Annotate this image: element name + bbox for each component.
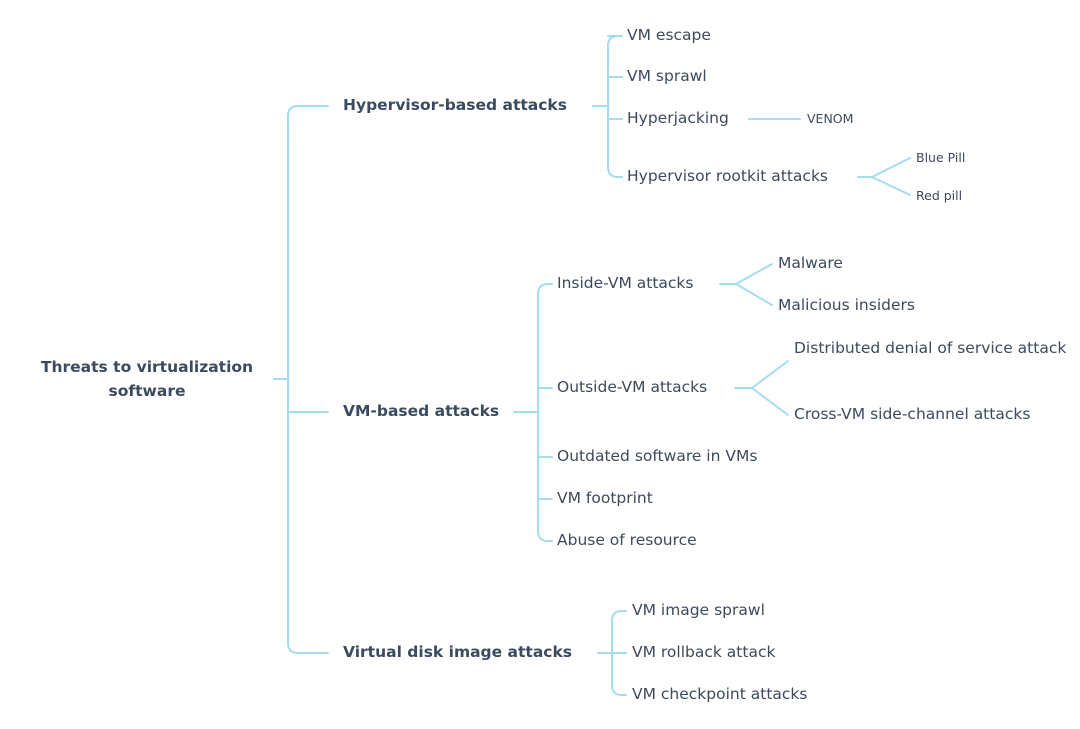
topic-outside-vm-attacks[interactable]: Outside-VM attacks bbox=[557, 378, 708, 396]
connector-vm-spine bbox=[537, 283, 549, 542]
root-line1: Threats to virtualization bbox=[40, 358, 254, 376]
connector-rootkit-pills bbox=[857, 157, 911, 196]
topic-abuse-of-resource[interactable]: Abuse of resource bbox=[557, 531, 697, 549]
root-topic[interactable]: Threats to virtualization software bbox=[14, 355, 280, 403]
connector-hypervisor-spine bbox=[607, 35, 619, 178]
topic-cross-vm-side-channel[interactable]: Cross-VM side-channel attacks bbox=[794, 405, 1031, 423]
topic-red-pill[interactable]: Red pill bbox=[916, 188, 963, 203]
topic-outdated-software[interactable]: Outdated software in VMs bbox=[557, 447, 758, 465]
connector-inside-vm bbox=[719, 263, 773, 306]
topic-vm-checkpoint-attacks[interactable]: VM checkpoint attacks bbox=[632, 685, 808, 703]
root-line2: software bbox=[108, 382, 186, 400]
branch-vm-based-attacks[interactable]: VM-based attacks bbox=[343, 402, 500, 420]
topic-blue-pill[interactable]: Blue Pill bbox=[916, 150, 966, 165]
topic-vm-footprint[interactable]: VM footprint bbox=[557, 489, 653, 507]
topic-ddos-attack[interactable]: Distributed denial of service attack bbox=[794, 339, 1067, 357]
topic-venom[interactable]: VENOM bbox=[807, 111, 854, 126]
connector-outside-vm bbox=[734, 360, 789, 416]
topic-vm-sprawl[interactable]: VM sprawl bbox=[627, 67, 707, 85]
topic-hypervisor-rootkit-attacks[interactable]: Hypervisor rootkit attacks bbox=[627, 167, 829, 185]
branch-virtual-disk-image-attacks[interactable]: Virtual disk image attacks bbox=[343, 643, 573, 661]
topic-malware[interactable]: Malware bbox=[778, 254, 843, 272]
branch-hypervisor-based-attacks[interactable]: Hypervisor-based attacks bbox=[343, 96, 567, 114]
topic-hyperjacking[interactable]: Hyperjacking bbox=[627, 109, 729, 127]
connector-root-spine bbox=[287, 105, 299, 654]
topic-vm-escape[interactable]: VM escape bbox=[627, 26, 711, 44]
topic-vm-image-sprawl[interactable]: VM image sprawl bbox=[632, 601, 765, 619]
topic-vm-rollback-attack[interactable]: VM rollback attack bbox=[632, 643, 776, 661]
topic-inside-vm-attacks[interactable]: Inside-VM attacks bbox=[557, 274, 694, 292]
topic-malicious-insiders[interactable]: Malicious insiders bbox=[778, 296, 915, 314]
